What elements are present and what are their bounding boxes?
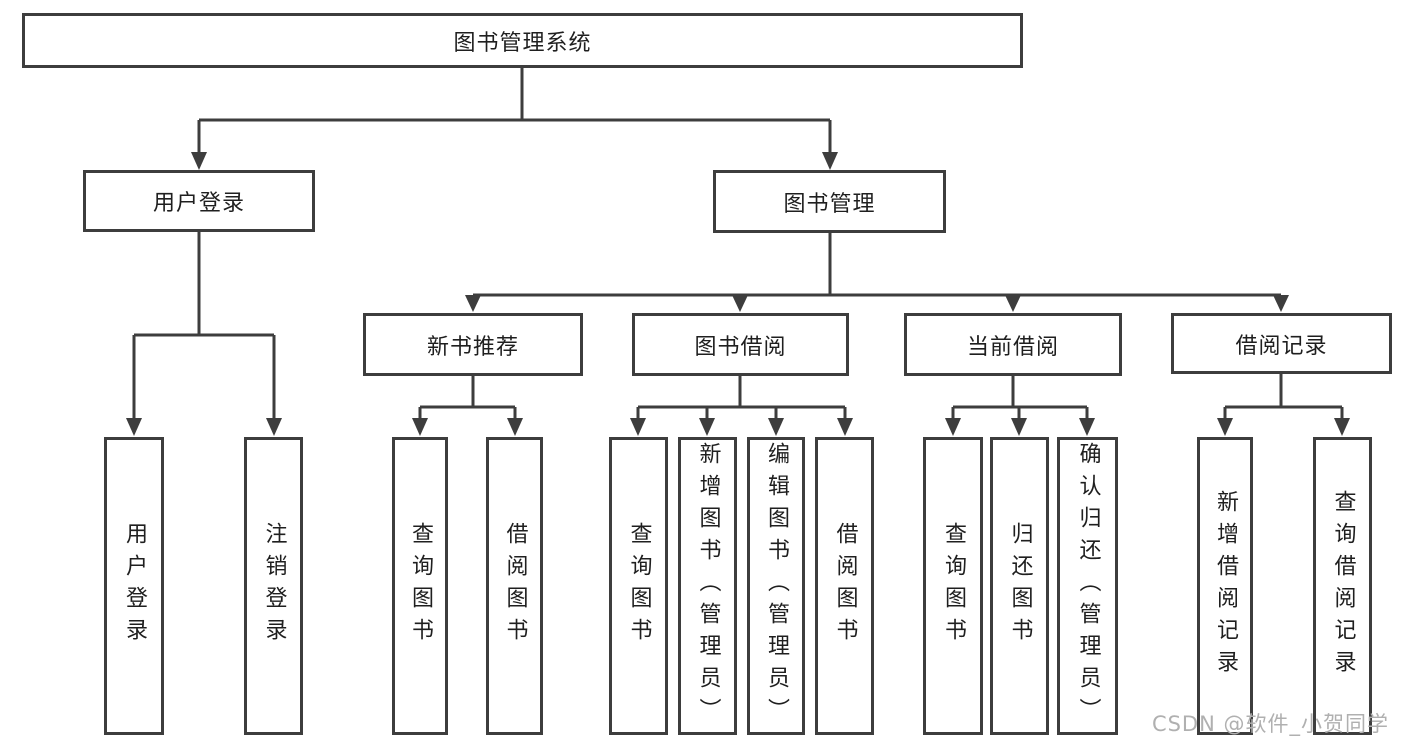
node-current-borrow: 当前借阅 (904, 313, 1122, 376)
leaf-edit-book-admin: 编辑图书（管理员） (747, 437, 805, 735)
node-user-login: 用户登录 (83, 170, 315, 232)
node-borrow-records: 借阅记录 (1171, 313, 1392, 374)
leaf-logout: 注销登录 (244, 437, 303, 735)
node-new-book-recommend: 新书推荐 (363, 313, 583, 376)
leaf-add-borrow-record: 新增借阅记录 (1197, 437, 1253, 735)
leaf-query-books-recommend: 查询图书 (392, 437, 448, 735)
node-root: 图书管理系统 (22, 13, 1023, 68)
leaf-query-borrow-record: 查询借阅记录 (1313, 437, 1372, 735)
node-book-borrow: 图书借阅 (632, 313, 849, 376)
csdn-watermark: CSDN @软件_小贺同学 (1151, 712, 1389, 736)
leaf-user-login: 用户登录 (104, 437, 164, 735)
leaf-query-books-current: 查询图书 (923, 437, 983, 735)
leaf-borrow-books: 借阅图书 (815, 437, 874, 735)
leaf-borrow-books-recommend: 借阅图书 (486, 437, 543, 735)
node-book-management: 图书管理 (713, 170, 946, 233)
leaf-confirm-return-admin: 确认归还（管理员） (1057, 437, 1118, 735)
leaf-add-book-admin: 新增图书（管理员） (678, 437, 737, 735)
leaf-query-books-borrow: 查询图书 (609, 437, 668, 735)
leaf-return-book: 归还图书 (990, 437, 1049, 735)
